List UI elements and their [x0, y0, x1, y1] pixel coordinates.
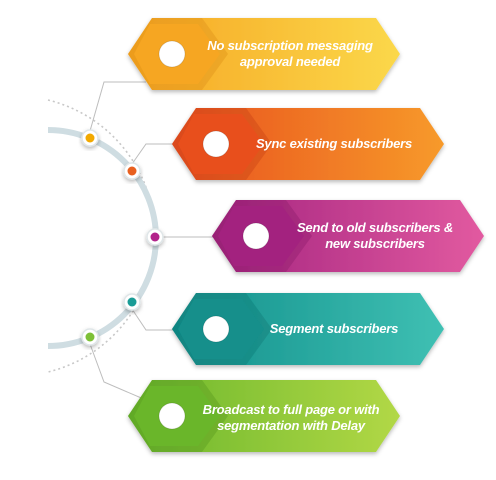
- circle-icon: [159, 41, 185, 67]
- step-label-line2: new subscribers: [325, 236, 425, 251]
- step-label-broadcast: Broadcast to full page or with segmentat…: [200, 398, 382, 438]
- step-label-segment: Segment subscribers: [245, 311, 423, 347]
- step-label-no-approval: No subscription messaging approval neede…: [200, 34, 380, 74]
- banner-no-approval: [128, 18, 400, 90]
- circle-icon: [203, 131, 229, 157]
- step-label-line1: No subscription messaging: [207, 38, 373, 53]
- step-label-line1: Broadcast to full page or with: [202, 402, 380, 417]
- step-label-line2: segmentation with Delay: [217, 418, 365, 433]
- circle-icon: [203, 316, 229, 342]
- circle-icon: [159, 403, 185, 429]
- circle-icon: [243, 223, 269, 249]
- step-label-line1: Sync existing subscribers: [255, 136, 413, 151]
- banner-send-old-new: [212, 200, 484, 272]
- step-label-line1: Segment subscribers: [269, 321, 399, 336]
- step-label-line1: Send to old subscribers &: [296, 220, 454, 235]
- banner-segment: [172, 293, 444, 365]
- connector-line: [89, 343, 147, 401]
- banner-broadcast: [128, 380, 400, 452]
- step-label-line2: approval needed: [239, 54, 341, 69]
- step-label-sync: Sync existing subscribers: [245, 126, 423, 162]
- circle-icon-ring: [202, 130, 230, 158]
- connector-line: [89, 81, 146, 132]
- circle-icon-ring: [158, 40, 186, 68]
- inner-arc: [47, 127, 159, 349]
- step-label-send-old-new: Send to old subscribers & new subscriber…: [285, 216, 465, 256]
- circle-icon-ring: [202, 315, 230, 343]
- circle-icon-ring: [242, 222, 270, 250]
- arc-dot-fill: [127, 297, 137, 307]
- arc-dot-fill: [150, 232, 160, 242]
- arc-dot-fill: [127, 166, 137, 176]
- arc-dot-fill: [85, 133, 95, 143]
- circle-icon-ring: [158, 402, 186, 430]
- banner-sync: [172, 108, 444, 180]
- arc-dot-fill: [85, 332, 95, 342]
